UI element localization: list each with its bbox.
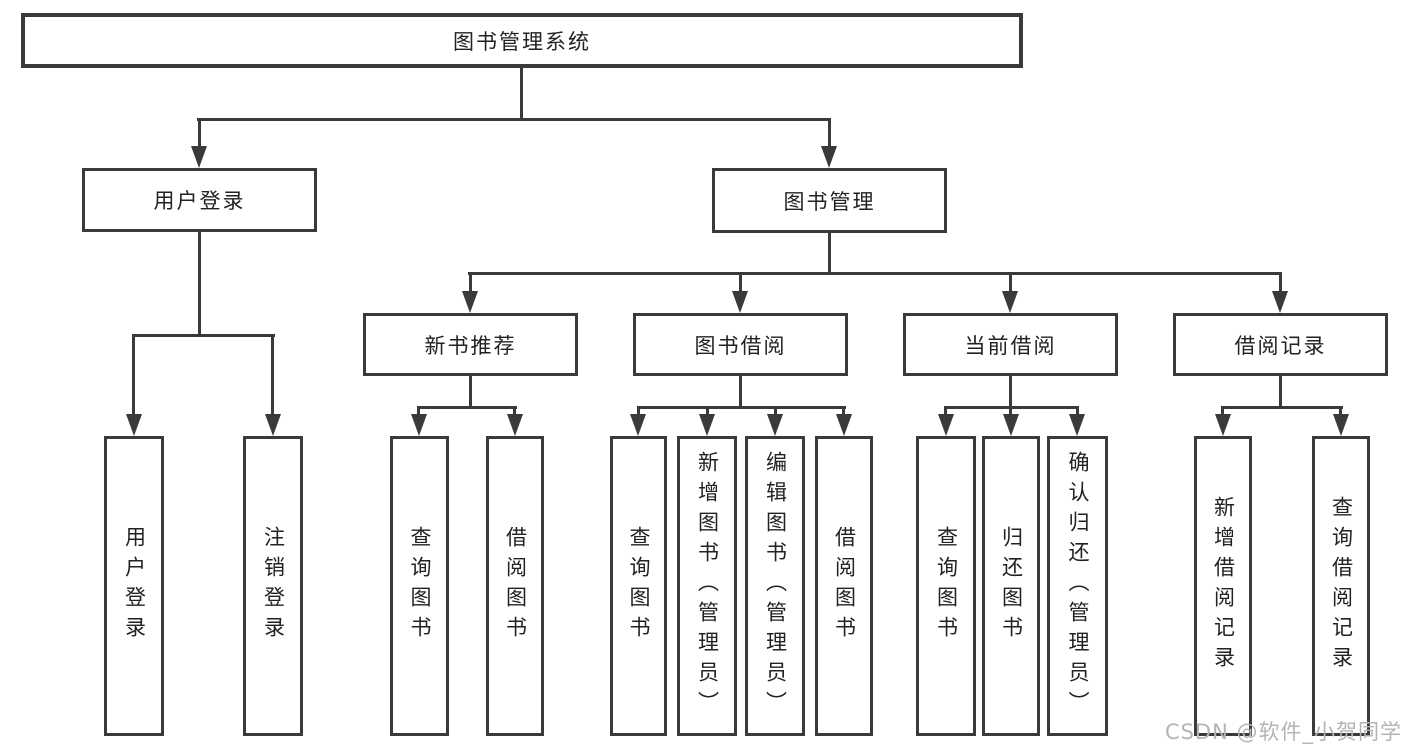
- connector-userlogin-bar: [132, 334, 275, 337]
- leaf-label: 查询图书: [627, 526, 651, 646]
- leaf-return-books: 归还图书: [982, 436, 1040, 736]
- arrow-down-icon: [1215, 414, 1231, 436]
- connector-leaf-stem: [1339, 408, 1342, 416]
- arrow-down-icon: [732, 291, 748, 313]
- arrow-down-icon: [938, 414, 954, 436]
- connector-l3-stem: [1279, 274, 1282, 292]
- arrow-down-icon: [1272, 291, 1288, 313]
- connector-leaf-stem: [271, 336, 274, 414]
- leaf-user-login: 用户登录: [104, 436, 164, 736]
- connector-group-bar: [637, 406, 846, 409]
- connector-group-stem: [1009, 376, 1012, 408]
- connector-leaf-stem: [1009, 408, 1012, 416]
- arrow-down-icon: [462, 291, 478, 313]
- leaf-query-books-recommend: 查询图书: [390, 436, 449, 736]
- arrow-down-icon: [1003, 414, 1019, 436]
- connector-l2-bar: [197, 118, 831, 121]
- connector-group-stem: [1279, 376, 1282, 408]
- connector-leaf-stem: [1076, 408, 1079, 416]
- arrow-down-icon: [699, 414, 715, 436]
- connector-leaf-stem: [944, 408, 947, 416]
- connector-group-bar: [417, 406, 517, 409]
- leaf-borrow-books: 借阅图书: [815, 436, 873, 736]
- leaf-logout: 注销登录: [243, 436, 303, 736]
- connector-l3-stem: [739, 274, 742, 292]
- connector-leaf-stem: [706, 408, 709, 416]
- connector-root-stem: [520, 68, 523, 120]
- arrow-down-icon: [507, 414, 523, 436]
- arrow-down-icon: [1333, 414, 1349, 436]
- connector-leaf-stem: [637, 408, 640, 416]
- arrow-down-icon: [126, 414, 142, 436]
- connector-l2-left-stem: [198, 120, 201, 146]
- connector-l3-stem: [469, 274, 472, 292]
- connector-l2-right-stem: [828, 120, 831, 146]
- arrow-down-icon: [821, 146, 837, 168]
- leaf-label: 查询图书: [408, 526, 432, 646]
- connector-bookmgmt-stem: [828, 233, 831, 274]
- leaf-query-borrow-record: 查询借阅记录: [1312, 436, 1370, 736]
- connector-group-stem: [469, 376, 472, 408]
- leaf-add-borrow-record: 新增借阅记录: [1194, 436, 1252, 736]
- node-current-borrowing: 当前借阅: [903, 313, 1118, 376]
- connector-l3-bar: [468, 272, 1282, 275]
- watermark: CSDN @软件_小贺同学: [1164, 720, 1402, 744]
- node-borrowing-records: 借阅记录: [1173, 313, 1388, 376]
- connector-leaf-stem: [132, 336, 135, 414]
- connector-leaf-stem: [1221, 408, 1224, 416]
- connector-group-bar: [1221, 406, 1343, 409]
- connector-leaf-stem: [774, 408, 777, 416]
- leaf-label: 查询借阅记录: [1329, 496, 1354, 676]
- leaf-label: 借阅图书: [503, 526, 528, 646]
- arrow-down-icon: [1069, 414, 1085, 436]
- leaf-add-books-admin: 新增图书（管理员）: [677, 436, 737, 736]
- leaf-label: 借阅图书: [832, 526, 857, 646]
- connector-leaf-stem: [842, 408, 845, 416]
- leaf-query-books-borrow: 查询图书: [610, 436, 667, 736]
- leaf-label: 新增借阅记录: [1211, 496, 1236, 676]
- leaf-label: 查询图书: [934, 526, 959, 646]
- leaf-edit-books-admin: 编辑图书（管理员）: [745, 436, 805, 736]
- leaf-label: 用户登录: [122, 526, 147, 646]
- leaf-label: 新增图书（管理员）: [695, 451, 720, 721]
- leaf-label: 编辑图书（管理员）: [763, 451, 788, 721]
- connector-group-bar: [944, 406, 1079, 409]
- arrow-down-icon: [767, 414, 783, 436]
- connector-userlogin-stem: [198, 232, 201, 335]
- node-user-login-branch: 用户登录: [82, 168, 317, 232]
- node-book-management: 图书管理: [712, 168, 947, 233]
- connector-group-stem: [739, 376, 742, 408]
- arrow-down-icon: [411, 414, 427, 436]
- connector-l3-stem: [1009, 274, 1012, 292]
- leaf-label: 归还图书: [999, 526, 1024, 646]
- arrow-down-icon: [265, 414, 281, 436]
- leaf-confirm-return-admin: 确认归还（管理员）: [1047, 436, 1108, 736]
- arrow-down-icon: [630, 414, 646, 436]
- arrow-down-icon: [191, 146, 207, 168]
- node-library-system: 图书管理系统: [21, 13, 1023, 68]
- leaf-borrow-books-recommend: 借阅图书: [486, 436, 544, 736]
- connector-leaf-stem: [513, 408, 516, 416]
- arrow-down-icon: [1002, 291, 1018, 313]
- leaf-label: 确认归还（管理员）: [1066, 451, 1090, 721]
- arrow-down-icon: [836, 414, 852, 436]
- connector-leaf-stem: [417, 408, 420, 416]
- leaf-label: 注销登录: [261, 526, 286, 646]
- node-new-book-recommend: 新书推荐: [363, 313, 578, 376]
- node-book-borrowing: 图书借阅: [633, 313, 848, 376]
- leaf-query-books-current: 查询图书: [916, 436, 976, 736]
